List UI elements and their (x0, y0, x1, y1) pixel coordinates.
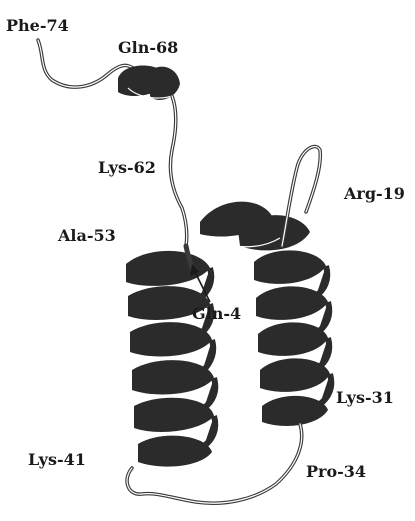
label-pro34: Pro-34 (306, 464, 366, 480)
label-arg19: Arg-19 (344, 186, 405, 202)
label-ala53: Ala-53 (58, 228, 116, 244)
helix-top-bridge (200, 202, 310, 251)
label-lys41: Lys-41 (28, 452, 86, 468)
coil-lys62 (170, 96, 186, 246)
helix-left (126, 251, 215, 467)
label-gln4: Gln-4 (192, 306, 241, 322)
label-lys31: Lys-31 (336, 390, 394, 406)
label-lys62: Lys-62 (98, 160, 156, 176)
helix-right (254, 250, 331, 426)
label-gln68: Gln-68 (118, 40, 178, 56)
label-phe74: Phe-74 (6, 18, 69, 34)
